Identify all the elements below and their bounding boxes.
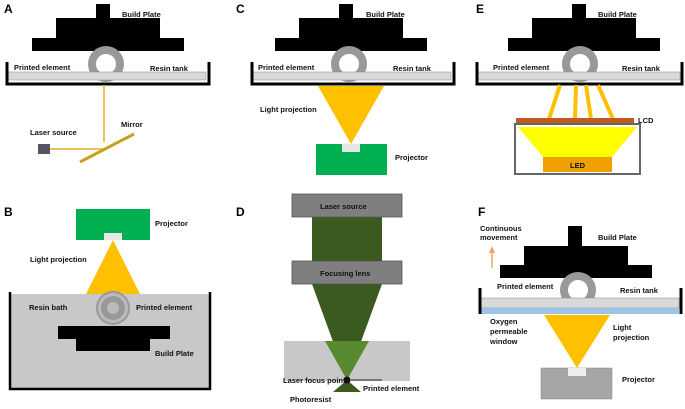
panel-f-build-plate-stem [568,226,582,248]
panel-c-build-plate-base [275,38,427,51]
panel-e-light-ray-3 [584,84,593,120]
panel-c-build-plate-top [299,18,403,40]
panel-a-build-plate-label: Build Plate [122,10,161,19]
panel-f-projector-label: Projector [622,375,655,384]
panel-c-letter: C [236,2,245,16]
panel-f-resin-tank-label: Resin tank [620,286,659,295]
panel-f-build-plate-label: Build Plate [598,233,637,242]
panel-f-oxygen-window [481,308,679,314]
panel-e-lcd [516,118,634,123]
panel-a-printed-element-label: Printed element [14,63,71,72]
panel-d-beam-cone-in-resist [325,341,369,380]
panel-e-light-ray-1 [547,84,562,120]
panel-d-focusing-lens-label: Focusing lens [320,269,370,278]
panel-e-resin-tank [475,62,684,86]
panel-f-build-plate-top [524,246,628,267]
panel-d-beam-tip [333,380,361,392]
panel-f-continuous-label-2: movement [480,233,518,242]
panel-e: E Build Plate Printed element Resin tank… [475,2,684,175]
panel-c-light-projection [318,86,384,144]
panel-d-focusing-lens [291,260,403,285]
panel-c-projector-label: Projector [395,153,428,162]
panel-d-beam-cone [312,284,382,380]
panel-b-bath-walls [8,292,212,391]
panel-d-printed-element-label: Printed element [363,384,420,393]
panel-e-letter: E [476,2,484,16]
panel-b-build-plate-bottom [76,338,150,351]
panel-d-focus-point [343,376,351,384]
panel-a-mirror-label: Mirror [121,120,143,129]
panel-a-resin-level [7,71,207,81]
panel-a-build-plate-base [32,38,184,51]
panel-c-resin-tank [250,62,456,86]
panel-c-resin-tank-label: Resin tank [393,64,432,73]
panel-f-continuous-label-1: Continuous [480,224,522,233]
panel-c-light-projection-label: Light projection [260,105,317,114]
panel-f-build-plate-base [500,265,652,278]
panel-b: B Projector Light projection Resin bath … [4,205,212,391]
panel-e-build-plate-stem [572,4,586,20]
panel-e-resin-level [477,71,681,81]
panel-b-projector-label: Projector [155,219,188,228]
panel-b-printed-element-label: Printed element [136,303,193,312]
panel-f-resin-tank [478,288,683,314]
panel-f-projector-lens [568,368,586,376]
panel-c-build-plate-stem [339,4,353,20]
panel-e-led [543,157,612,172]
panel-d: D Laser source Focusing lens Laser focus… [236,193,420,404]
panel-f-oxygen-label-1: Oxygen [490,317,518,326]
panel-a-resin-tank-label: Resin tank [150,64,189,73]
panel-a-letter: A [4,2,13,16]
panel-f-oxygen-label-2: permeable [490,327,528,336]
panel-f-resin-level [480,297,680,309]
panel-b-projector-lens [104,233,122,240]
panel-e-led-light [518,127,637,157]
panel-f-light-label-1: Light [613,323,632,332]
panel-b-resin-bath-label: Resin bath [29,303,68,312]
panel-e-build-plate-label: Build Plate [598,10,637,19]
panel-c-projector-lens [342,144,360,152]
panel-a-laser-source [38,144,50,154]
panel-e-light-ray-4 [596,84,615,120]
panel-a-build-plate-stem [96,4,110,20]
panel-f-light-label-2: projection [613,333,650,342]
panel-e-printed-element-label: Printed element [493,63,550,72]
panel-e-light-ray-2 [573,84,578,120]
panel-f-light-projection [544,315,610,368]
panel-b-build-plate-label: Build Plate [155,349,194,358]
panel-c-build-plate-label: Build Plate [366,10,405,19]
panel-b-printed-element [101,296,125,320]
panel-b-build-plate-top [58,326,170,339]
panel-e-lcd-label: LCD [638,116,654,125]
panel-f-movement-arrowhead [489,246,495,253]
panel-a-mirror [79,132,135,164]
panel-a-laser-source-label: Laser source [30,128,77,137]
panel-a: A Build Plate Printed element Resin tank… [4,2,211,164]
panel-d-laser-source [291,193,403,218]
panel-c: C Build Plate Printed element Resin tank… [236,2,456,175]
panel-b-light-projection [86,240,140,294]
panel-b-light-projection-label: Light projection [30,255,87,264]
panel-d-photoresist-label: Photoresist [290,395,332,404]
panel-f-letter: F [478,205,485,219]
panel-d-letter: D [236,205,245,219]
panel-d-laser-focus-point-label: Laser focus point [283,376,346,385]
panel-a-resin-tank [5,62,211,86]
panel-d-beam-upper [312,217,382,261]
panel-e-build-plate-base [508,38,660,51]
panel-b-letter: B [4,205,13,219]
panel-e-resin-tank-label: Resin tank [622,64,661,73]
panel-f: F Continuous movement Build Plate Printe… [478,205,683,400]
panel-c-resin-level [252,71,452,81]
panel-a-build-plate-top [56,18,160,40]
panel-e-led-label: LED [570,161,586,170]
panel-f-printed-element-label: Printed element [497,282,554,291]
panel-e-build-plate-top [532,18,636,40]
panel-c-printed-element-label: Printed element [258,63,315,72]
panel-f-oxygen-label-3: window [489,337,518,346]
panel-d-laser-source-label: Laser source [320,202,367,211]
